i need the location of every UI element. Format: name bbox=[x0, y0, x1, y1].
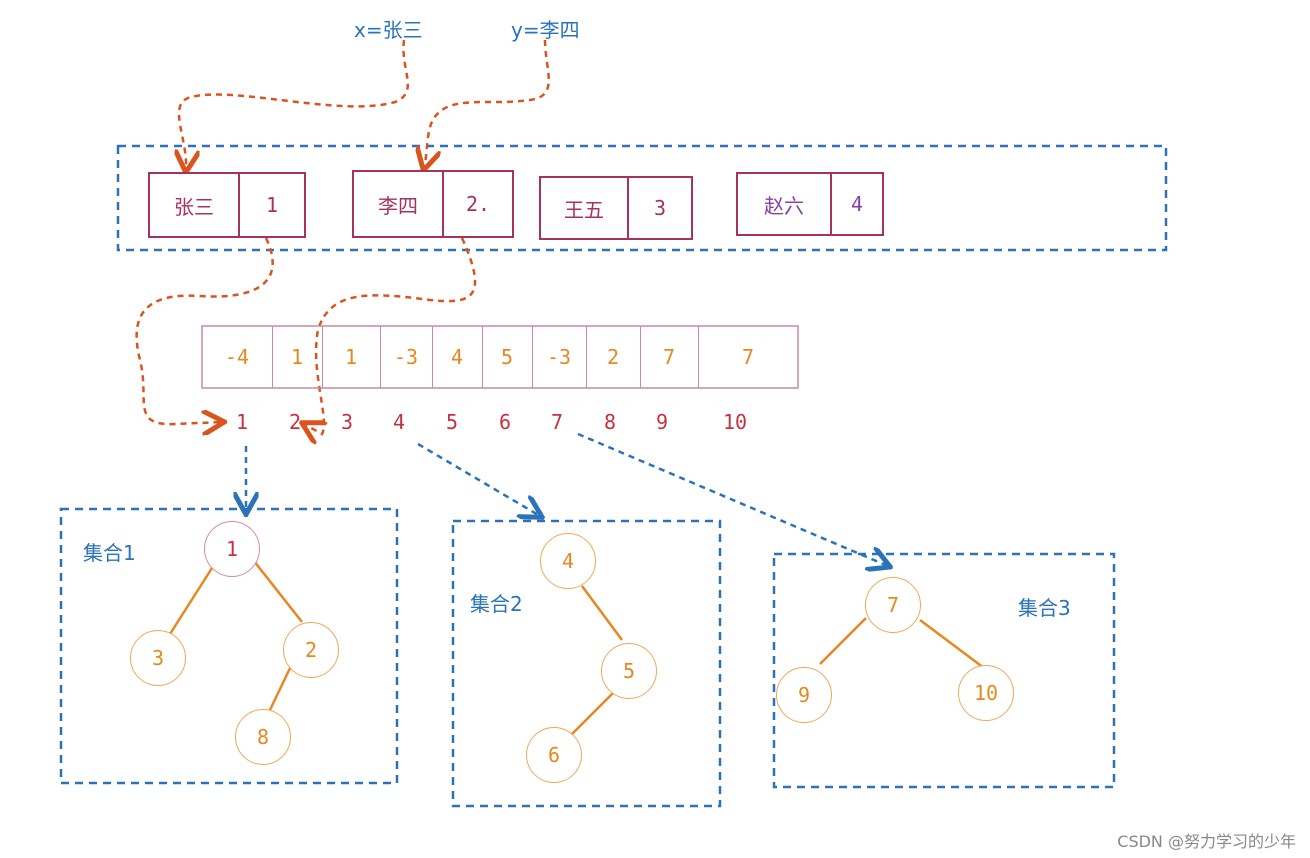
set-label: 集合1 bbox=[83, 541, 136, 565]
set-label: 集合2 bbox=[470, 592, 523, 616]
tree-node: 7 bbox=[865, 577, 921, 633]
tree-edges bbox=[168, 555, 985, 735]
array-index: 6 bbox=[499, 410, 512, 434]
array-cell: 7 bbox=[640, 326, 699, 388]
entry-index: 1 bbox=[265, 193, 279, 217]
entry2-to-index-arrow bbox=[304, 237, 477, 434]
root4-to-set2-arrow bbox=[417, 442, 540, 516]
parent-array-box bbox=[201, 325, 799, 389]
x-variable-label: x=张三 bbox=[354, 18, 423, 42]
array-cell: 1 bbox=[272, 326, 323, 388]
watermark: CSDN @努力学习的少年 bbox=[1117, 832, 1296, 851]
array-index: 9 bbox=[656, 410, 669, 434]
array-cell: 2 bbox=[586, 326, 641, 388]
tree-node: 3 bbox=[130, 630, 186, 686]
array-index: 3 bbox=[341, 410, 354, 434]
x-pointer-arrow bbox=[179, 39, 410, 170]
entry1-to-index-arrow bbox=[135, 237, 274, 424]
array-cell: -3 bbox=[532, 326, 587, 388]
entry-name: 王五 bbox=[541, 178, 629, 238]
array-cell: 7 bbox=[741, 345, 755, 369]
tree-node: 2 bbox=[283, 622, 339, 678]
tree-node: 1 bbox=[204, 521, 260, 577]
array-cell: 1 bbox=[322, 326, 381, 388]
edge-5-6 bbox=[571, 691, 615, 735]
array-cell: 4 bbox=[432, 326, 483, 388]
array-index: 2 bbox=[289, 410, 302, 434]
edge-1-3 bbox=[168, 567, 214, 635]
array-index: 8 bbox=[604, 410, 617, 434]
edge-2-8 bbox=[266, 663, 294, 715]
entry-name: 李四 bbox=[354, 172, 444, 236]
array-cell: -4 bbox=[202, 326, 273, 388]
set2-box bbox=[451, 519, 722, 808]
set1-box bbox=[59, 507, 399, 785]
tree-node: 5 bbox=[601, 643, 657, 699]
array-cell: 5 bbox=[482, 326, 533, 388]
entry-index: 3 bbox=[653, 196, 667, 220]
set3-box bbox=[772, 552, 1116, 789]
array-index: 7 bbox=[551, 410, 564, 434]
entry-index: 4 bbox=[850, 192, 864, 216]
edge-4-5 bbox=[580, 585, 624, 641]
entry-name: 张三 bbox=[150, 174, 240, 236]
y-pointer-arrow bbox=[424, 39, 550, 168]
edge-7-10 bbox=[919, 619, 985, 669]
edge-1-2 bbox=[249, 555, 303, 623]
entry-name: 赵六 bbox=[738, 174, 832, 234]
set-label: 集合3 bbox=[1018, 596, 1071, 620]
y-variable-label: y=李四 bbox=[511, 18, 580, 42]
edge-7-9 bbox=[819, 617, 867, 665]
tree-node: 4 bbox=[540, 533, 596, 589]
map-entry: 张三 1 bbox=[148, 172, 306, 238]
tree-node: 10 bbox=[958, 665, 1014, 721]
array-index: 5 bbox=[446, 410, 459, 434]
map-entry: 李四 2. bbox=[352, 170, 514, 238]
root7-to-set3-arrow bbox=[577, 432, 888, 566]
array-index: 1 bbox=[236, 410, 249, 434]
tree-node: 8 bbox=[235, 709, 291, 765]
map-entry: 王五 3 bbox=[539, 176, 693, 240]
array-index: 10 bbox=[723, 410, 748, 434]
map-container-box bbox=[116, 144, 1168, 252]
map-entry: 赵六 4 bbox=[736, 172, 884, 236]
tree-node: 6 bbox=[526, 727, 582, 783]
tree-node: 9 bbox=[776, 667, 832, 723]
array-index: 4 bbox=[393, 410, 406, 434]
array-cell: -3 bbox=[380, 326, 433, 388]
entry-index: 2. bbox=[465, 192, 491, 216]
